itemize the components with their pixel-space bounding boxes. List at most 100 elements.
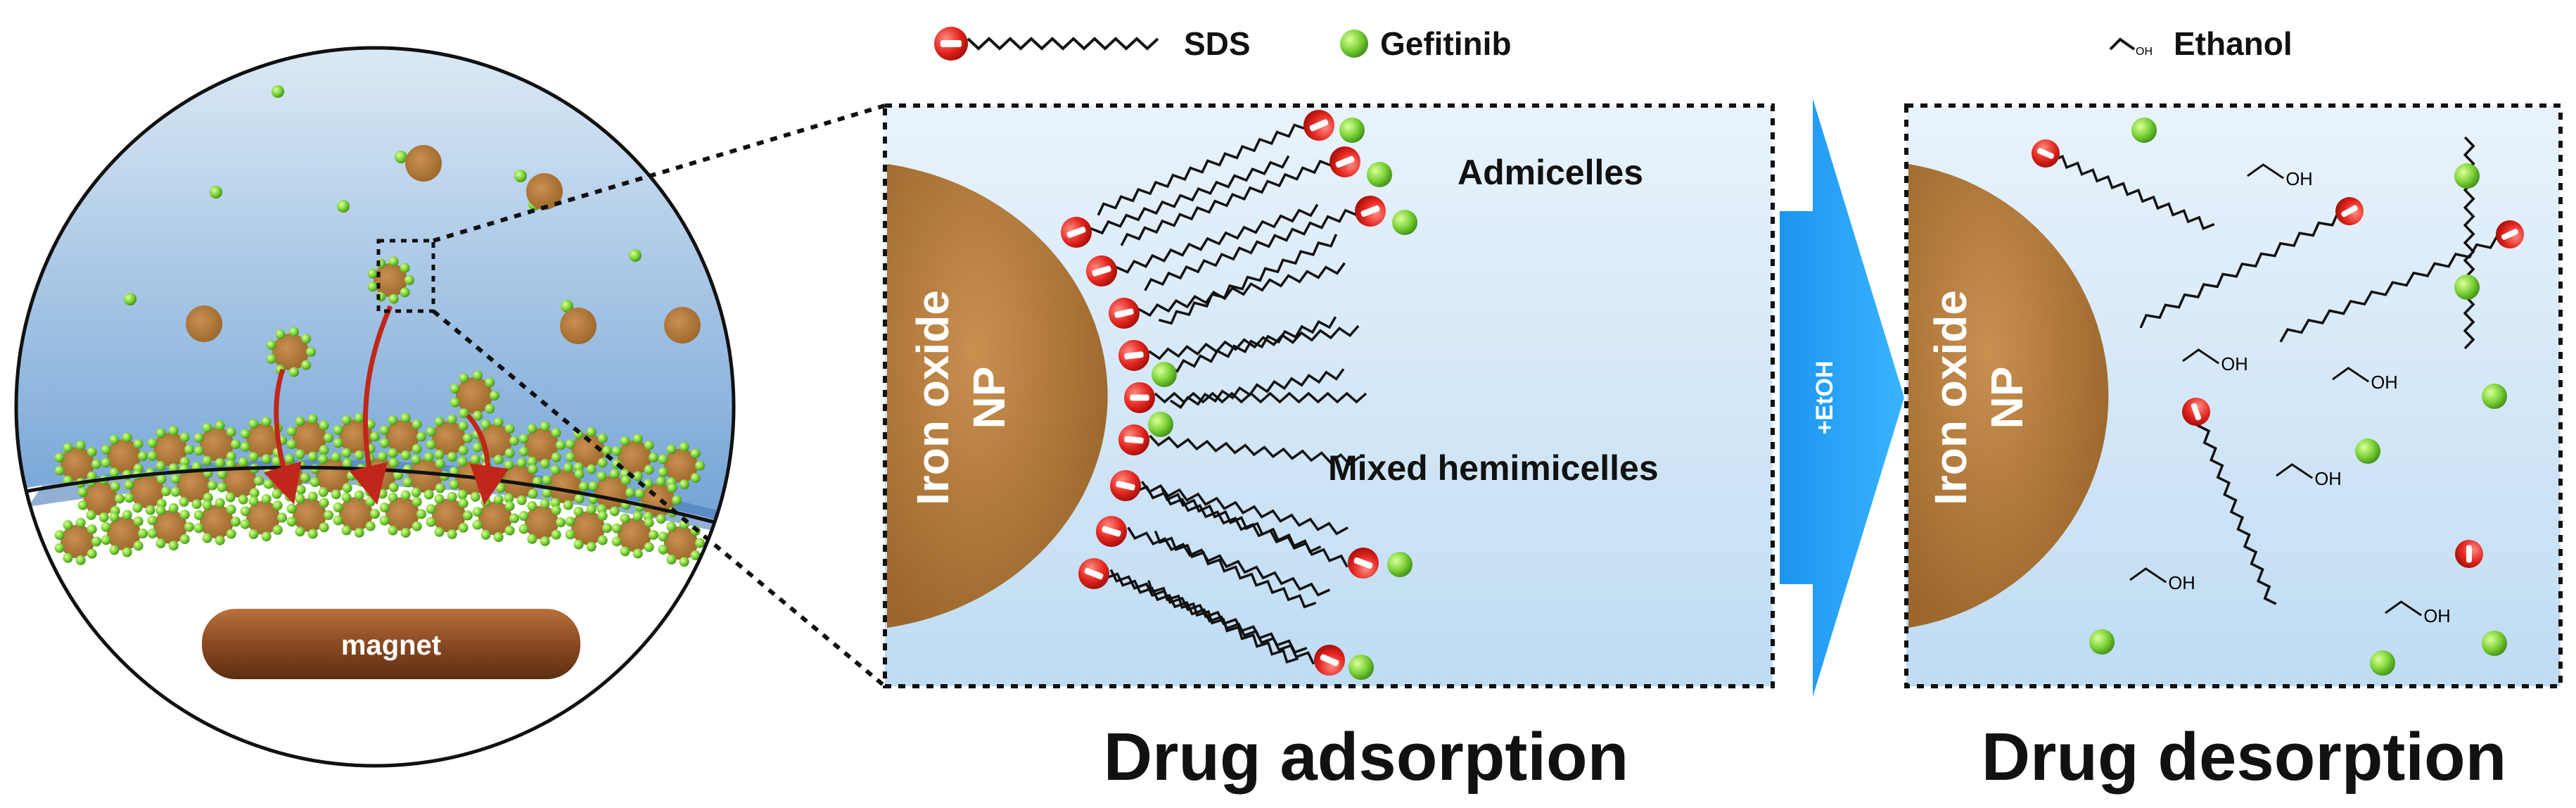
gefitinib-dot-icon (248, 451, 259, 462)
gefitinib-dot-icon (493, 455, 504, 465)
gefitinib-dot-icon (447, 491, 457, 502)
svg-text:OH: OH (2423, 607, 2450, 626)
gefitinib-dot-icon (597, 510, 608, 521)
gefitinib-dot-icon (248, 419, 259, 429)
gefitinib-dot-icon (377, 488, 388, 499)
gefitinib-dot-icon (400, 412, 411, 423)
gefitinib-dot-icon (586, 541, 597, 552)
gefitinib-dot-icon (388, 448, 398, 458)
ethanol-oh-label: OH (2136, 46, 2153, 58)
gefitinib-dot-icon (138, 451, 148, 462)
coated-nanoparticle (426, 414, 473, 462)
gefitinib-label: Gefitinib (1380, 25, 1512, 62)
gefitinib-dot-icon (295, 484, 306, 495)
gefitinib-dot-icon (528, 488, 538, 499)
gefitinib-dot-icon (644, 542, 654, 553)
gefitinib-dot-icon (286, 439, 297, 450)
gefitinib-dot-icon (155, 538, 166, 549)
gefitinib-dot-icon (202, 422, 212, 433)
gefitinib-dot-icon (690, 448, 701, 459)
nanoparticle (60, 447, 94, 481)
gefitinib-dot-icon (295, 493, 305, 504)
gefitinib-dot-icon (426, 517, 436, 527)
gefitinib-dot-icon (155, 505, 166, 516)
gefitinib-dot-icon (679, 557, 689, 567)
gefitinib-dot-icon (331, 489, 341, 500)
gefitinib-dot-icon (528, 464, 538, 474)
gefitinib-dot-icon (1392, 210, 1417, 235)
gefitinib-dot-icon (277, 512, 287, 523)
gefitinib-dot-icon (540, 458, 550, 469)
gefitinib-dot-icon (667, 483, 677, 493)
gefitinib-dot-icon (225, 459, 236, 469)
coated-nanoparticle (518, 421, 566, 469)
desorption-caption: Drug desorption (1982, 719, 2507, 795)
sds-tail (2195, 413, 2277, 605)
settling-arrow (466, 413, 509, 505)
gefitinib-dot-icon (463, 510, 473, 521)
gefitinib-dot-icon (272, 524, 283, 535)
svg-text:OH: OH (2168, 574, 2195, 593)
gefitinib-dot-icon (434, 449, 445, 460)
gefitinib-dot-icon (133, 438, 144, 449)
gefitinib-dot-icon (333, 438, 343, 448)
gefitinib-dot-icon (423, 489, 434, 500)
coated-nanoparticle (379, 412, 426, 460)
gefitinib-dot-icon (459, 372, 469, 383)
gefitinib-dot-icon (542, 488, 552, 498)
iron-oxide-nanoparticle (1908, 164, 2109, 628)
gefitinib-dot-icon (324, 510, 333, 520)
gefitinib-dot-icon (341, 492, 352, 503)
gefitinib-dot-icon (324, 432, 333, 443)
gefitinib-dot-icon (168, 541, 179, 551)
coated-nanoparticle (542, 462, 589, 510)
gefitinib-dot-icon (457, 489, 468, 500)
gefitinib-dot-icon (272, 85, 284, 98)
gefitinib-dot-icon (319, 498, 329, 508)
gefitinib-dot-icon (63, 553, 73, 563)
nanoparticle (525, 505, 559, 540)
gefitinib-dot-icon (495, 469, 506, 480)
sds-head-icon (2182, 398, 2210, 426)
gefitinib-dot-icon (319, 522, 329, 533)
gefitinib-dot-icon (579, 481, 589, 492)
gefitinib-dot-icon (91, 459, 101, 469)
gefitinib-dot-icon (480, 419, 491, 430)
coated-nanoparticle (124, 467, 171, 515)
sds-tail (1127, 526, 1331, 597)
gefitinib-dot-icon (573, 506, 584, 517)
coated-nanoparticle (193, 420, 241, 468)
gefitinib-dot-icon (672, 495, 682, 505)
adsorption-caption: Drug adsorption (1104, 719, 1629, 795)
nanoparticle (478, 501, 512, 536)
gefitinib-dot-icon (463, 433, 473, 443)
gefitinib-dot-icon (161, 486, 171, 497)
gefitinib-dot-icon (170, 474, 181, 484)
nanoparticle (107, 517, 141, 551)
gefitinib-dot-icon (286, 517, 297, 527)
gefitinib-dot-icon (388, 457, 399, 468)
gefitinib-dot-icon (2089, 629, 2115, 655)
nanoparticle (664, 448, 698, 483)
gefitinib-dot-icon (563, 462, 573, 473)
gefitinib-dot-icon (226, 451, 236, 462)
gefitinib-dot-icon (318, 487, 329, 498)
nanoparticle (571, 434, 605, 468)
coated-nanoparticle (565, 427, 612, 474)
gefitinib-dot-icon (54, 530, 65, 541)
gefitinib-dot-icon (695, 538, 705, 548)
gefitinib-dot-icon (370, 509, 380, 519)
sds-tail (1154, 530, 1317, 609)
gefitinib-dot-icon (365, 521, 376, 531)
gefitinib-dot-icon (620, 546, 630, 557)
gefitinib-dot-icon (565, 529, 575, 540)
gefitinib-dot-icon (272, 488, 282, 499)
gefitinib-dot-icon (485, 377, 495, 388)
gefitinib-dot-icon (643, 479, 653, 489)
gefitinib-dot-icon (435, 483, 445, 493)
gefitinib-dot-icon (481, 485, 492, 495)
gefitinib-dot-icon (263, 479, 274, 489)
coated-nanoparticle (286, 414, 333, 462)
gefitinib-dot-icon (284, 453, 295, 464)
gefitinib-dot-icon (565, 516, 575, 526)
